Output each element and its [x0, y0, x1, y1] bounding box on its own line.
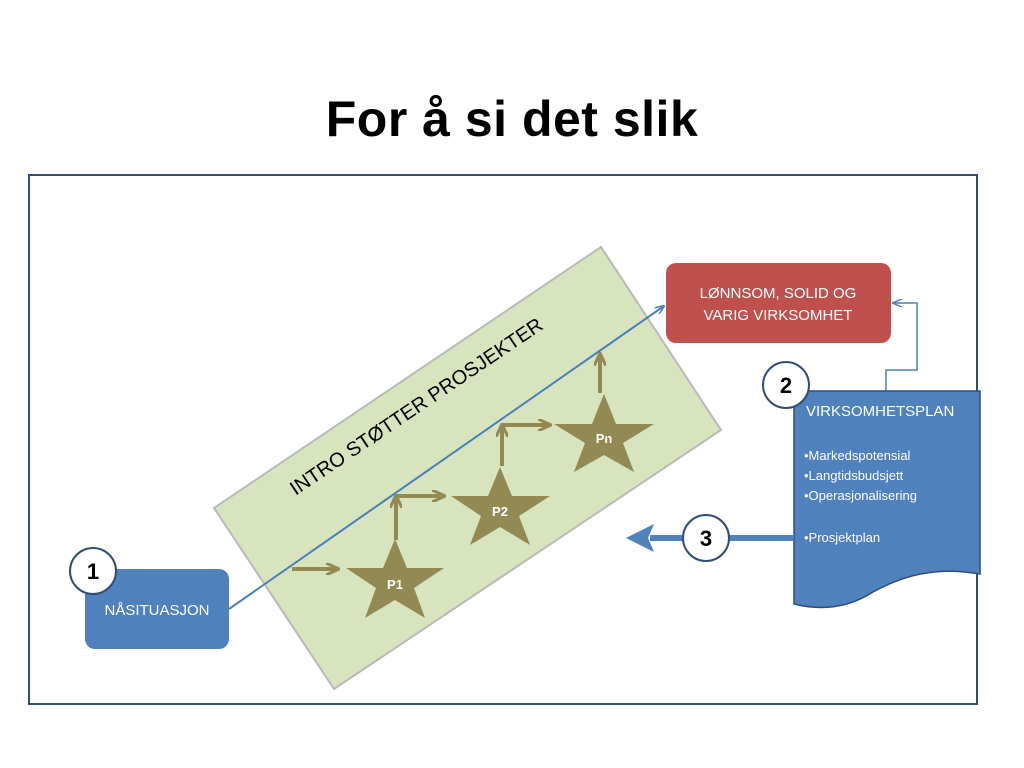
business-plan-document	[793, 390, 981, 609]
star-p1	[346, 539, 444, 618]
trajectory-line	[228, 306, 664, 610]
step-2-badge	[762, 361, 810, 409]
star-p2	[451, 467, 550, 545]
plan-item-2: •Langtidsbudsjett	[804, 468, 904, 483]
plan-to-goal-connector	[885, 303, 918, 391]
step-3-badge	[682, 514, 730, 562]
slide-title: For å si det slik	[325, 91, 699, 147]
goal-label-line1: LØNNSOM, SOLID OG	[700, 285, 857, 302]
step-2-number: 2	[780, 373, 792, 398]
step-3-number: 3	[700, 526, 712, 551]
step-1-badge	[69, 547, 117, 595]
star-p2-label: P2	[492, 504, 508, 519]
star-pn	[554, 394, 654, 472]
current-state-box	[85, 569, 229, 649]
current-state-label: NÅSITUASJON	[104, 602, 209, 619]
star-p1-label: P1	[387, 577, 403, 592]
step-1-number: 1	[87, 559, 99, 584]
plan-item-3: •Operasjonalisering	[804, 488, 917, 503]
plan-title: VIRKSOMHETSPLAN	[806, 403, 954, 420]
step-arrows	[292, 354, 600, 569]
projects-band	[212, 245, 723, 691]
goal-box	[666, 263, 891, 343]
goal-label-line2: VARIG VIRKSOMHET	[704, 307, 853, 324]
star-pn-label: Pn	[596, 431, 613, 446]
plan-item-1: •Markedspotensial	[804, 448, 911, 463]
plan-item-4: •Prosjektplan	[804, 530, 880, 545]
